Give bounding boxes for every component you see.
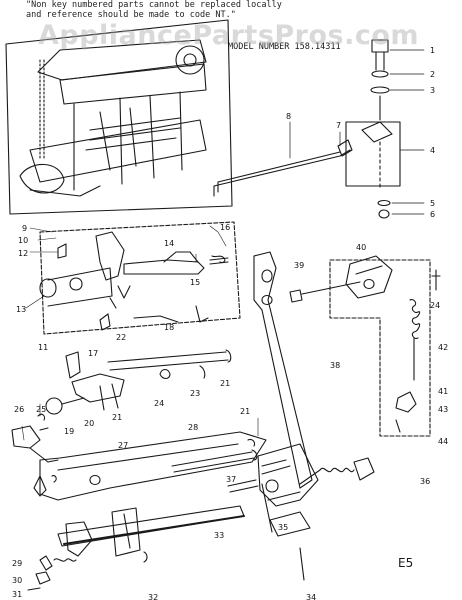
part-label-35: 35 xyxy=(278,523,288,532)
reverse-lever xyxy=(253,251,319,581)
part-label-10: 10 xyxy=(18,236,28,245)
feed-rod xyxy=(171,438,258,473)
part-label-18: 18 xyxy=(164,323,174,332)
part-label-9: 9 xyxy=(22,224,27,233)
part-label-21a: 21 xyxy=(112,413,122,422)
link-rod xyxy=(213,121,353,197)
header-note: "Non key numbered parts cannot be replac… xyxy=(26,0,282,20)
part-label-32: 32 xyxy=(148,593,158,600)
part-label-3: 3 xyxy=(430,86,435,95)
part-label-27: 27 xyxy=(118,441,128,450)
part-label-8: 8 xyxy=(286,112,291,121)
part-label-24b: 24 xyxy=(430,301,440,310)
part-label-4: 4 xyxy=(430,146,435,155)
lower-shaft-assembly xyxy=(27,505,245,591)
part-label-11: 11 xyxy=(38,343,48,352)
part-label-12: 12 xyxy=(18,249,28,258)
part-label-2: 2 xyxy=(430,70,435,79)
part-label-23: 23 xyxy=(190,389,200,398)
part-label-21c: 21 xyxy=(240,407,250,416)
part-label-24a: 24 xyxy=(154,399,164,408)
part-label-25: 25 xyxy=(36,405,46,414)
part-label-39: 39 xyxy=(294,261,304,270)
spool-pin-assembly xyxy=(345,39,425,219)
adjusting-screw-and-spring xyxy=(227,457,375,493)
part-label-40: 40 xyxy=(356,243,366,252)
part-label-42: 42 xyxy=(438,343,448,352)
part-label-43: 43 xyxy=(438,405,448,414)
part-label-38: 38 xyxy=(330,361,340,370)
part-label-21b: 21 xyxy=(220,379,230,388)
part-label-34: 34 xyxy=(306,593,316,600)
part-label-26: 26 xyxy=(14,405,24,414)
part-label-22: 22 xyxy=(116,333,126,342)
part-label-31: 31 xyxy=(12,590,22,599)
part-label-44: 44 xyxy=(438,437,448,446)
part-label-7: 7 xyxy=(336,121,341,130)
part-number-labels: 1 2 3 4 5 6 7 8 9 10 11 12 13 14 15 16 1… xyxy=(12,46,448,600)
part-label-33: 33 xyxy=(214,531,224,540)
model-number: MODEL NUMBER 158.14311 xyxy=(228,42,341,52)
part-label-6: 6 xyxy=(430,210,435,219)
leader-lines xyxy=(21,225,259,441)
rock-shaft-assembly xyxy=(45,349,232,415)
part-label-28: 28 xyxy=(188,423,198,432)
part-label-20: 20 xyxy=(84,419,94,428)
header-note-line1: "Non key numbered parts cannot be replac… xyxy=(26,0,282,10)
part-label-19: 19 xyxy=(64,427,74,436)
part-label-14: 14 xyxy=(164,239,174,248)
header-note-line2: and reference should be made to code NT.… xyxy=(26,10,236,20)
part-label-37: 37 xyxy=(226,475,236,484)
figure-code: E5 xyxy=(398,556,414,570)
machine-overview-inset xyxy=(5,19,233,215)
part-label-16: 16 xyxy=(220,223,230,232)
feed-regulator-panel xyxy=(289,255,441,437)
part-label-41: 41 xyxy=(438,387,448,396)
part-label-13: 13 xyxy=(16,305,26,314)
part-label-5: 5 xyxy=(430,199,435,208)
part-label-36: 36 xyxy=(420,477,430,486)
part-label-17: 17 xyxy=(88,349,98,358)
part-label-15: 15 xyxy=(190,278,200,287)
part-label-30: 30 xyxy=(12,576,22,585)
part-label-29: 29 xyxy=(12,559,22,568)
feed-cam-panel xyxy=(39,221,241,335)
part-label-1: 1 xyxy=(430,46,435,55)
feed-bar-assembly xyxy=(11,413,267,501)
